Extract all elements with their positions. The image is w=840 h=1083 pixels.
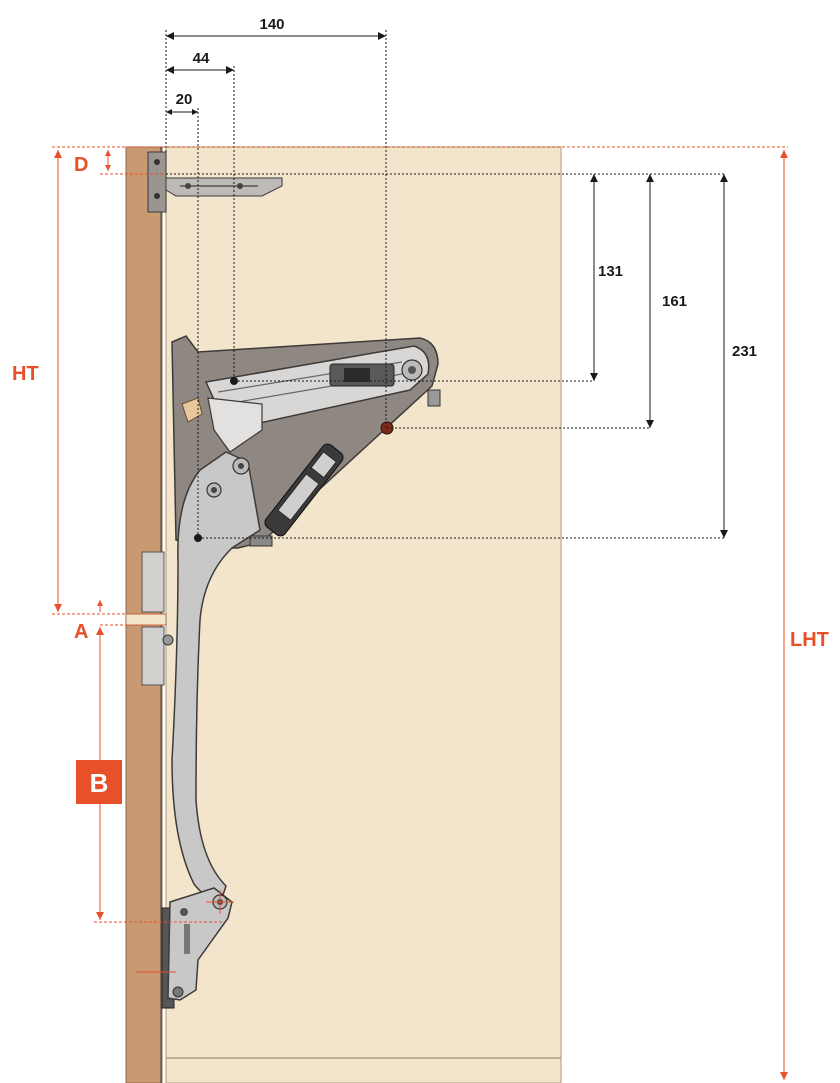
dimension-140: 140 — [259, 16, 284, 33]
dimension-44: 44 — [193, 50, 210, 67]
top-hinge-bracket-icon — [147, 151, 283, 213]
top-dimensions — [165, 30, 387, 538]
dimension-131: 131 — [598, 263, 623, 280]
label-b-badge: B — [76, 760, 122, 804]
dimension-231: 231 — [732, 343, 757, 360]
label-ht: HT — [12, 363, 39, 385]
lower-hinge-bracket-icon — [162, 634, 233, 1001]
label-a: A — [74, 621, 88, 643]
label-b: B — [90, 768, 109, 798]
right-dimensions — [166, 173, 728, 539]
dimension-20: 20 — [176, 91, 193, 108]
cabinet-side-panel — [165, 146, 562, 1083]
label-lht: LHT — [790, 629, 829, 651]
door-gap — [125, 613, 167, 626]
dimension-161: 161 — [662, 293, 687, 310]
label-d: D — [74, 154, 88, 176]
red-dimensions — [52, 146, 788, 1080]
